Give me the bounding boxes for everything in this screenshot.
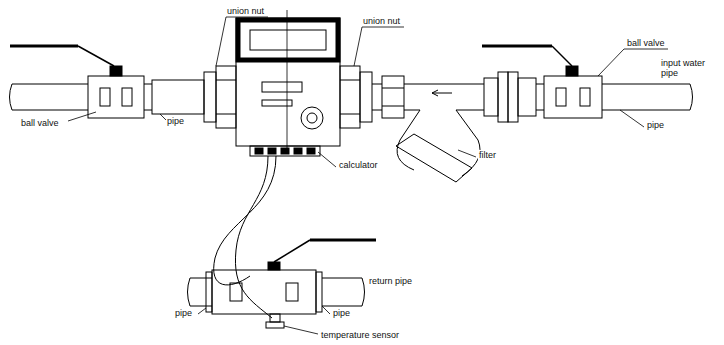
part-label: ball valve [626, 38, 666, 48]
part-label: ball valve [20, 118, 60, 128]
part-label: calculator [338, 160, 379, 170]
part-label: union nut [362, 16, 401, 26]
part-label: filter [478, 150, 497, 160]
union-nut-right [340, 66, 372, 128]
sensor-cable [235, 156, 272, 318]
right-ball-valve [482, 46, 602, 118]
left-ball-valve [10, 46, 144, 118]
part-label: pipe [166, 116, 185, 126]
part-label: temperature sensor [320, 330, 400, 340]
part-label: input water pipe [660, 58, 720, 78]
sensor-cable [214, 156, 276, 285]
pipe-piece [144, 80, 204, 114]
part-label: pipe [174, 308, 193, 318]
leader-lines [68, 17, 668, 334]
right-union [484, 72, 544, 122]
return-pipe-section [188, 240, 377, 328]
right-pipe [602, 84, 693, 110]
part-label: pipe [332, 308, 351, 318]
heat-meter [236, 10, 340, 156]
part-label: union nut [226, 6, 265, 16]
strainer-section [372, 76, 484, 182]
part-label: pipe [646, 120, 665, 130]
part-label: return pipe [368, 276, 413, 286]
union-nut-left [204, 66, 236, 128]
left-pipe [10, 84, 89, 110]
